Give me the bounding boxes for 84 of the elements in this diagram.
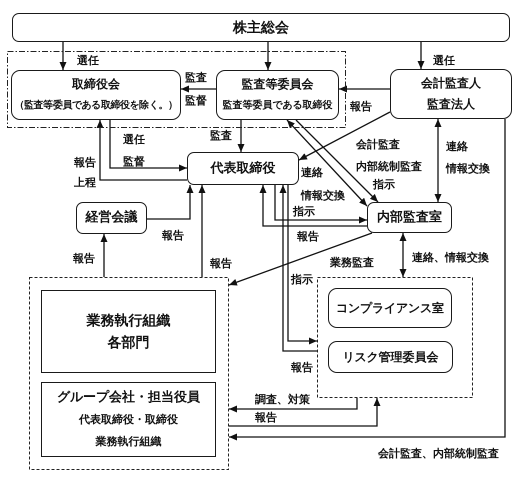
rounded-box: [367, 202, 452, 233]
rounded-box: [216, 70, 339, 120]
arrow: [96, 120, 187, 181]
arrow: [287, 185, 317, 344]
edge-label: 指示: [293, 205, 315, 218]
edge-label: 監査: [185, 71, 207, 84]
arrow: [298, 111, 390, 161]
edge-label: 監査: [210, 129, 232, 142]
dashed-group-frame: [317, 277, 473, 398]
edge-label: 会計監査: [356, 138, 400, 151]
edge-label: 選任: [433, 54, 455, 67]
double-arrow: [434, 119, 442, 202]
box-title: リスク管理委員会: [342, 349, 438, 366]
edge-label: 選任: [123, 133, 145, 146]
arrow: [238, 120, 244, 152]
arrow: [260, 185, 367, 227]
rounded-box: [328, 288, 452, 328]
arrow: [109, 120, 187, 172]
double-arrow: [400, 233, 406, 277]
box-text: 監査等委員である取締役: [222, 98, 332, 113]
rounded-box: [76, 202, 147, 234]
arrow: [296, 120, 378, 202]
box-title: 株主総会: [233, 18, 289, 38]
box-title: 会計監査人: [421, 75, 481, 92]
arrow: [229, 119, 506, 440]
arrow: [198, 185, 206, 277]
annotation-text: 監督: [123, 155, 145, 168]
edge-label: 業務監査: [330, 256, 374, 269]
double-arrow: [286, 120, 368, 206]
rounded-box: [328, 341, 453, 373]
arrow: [229, 398, 380, 427]
edge-label: 報告: [297, 230, 319, 243]
rounded-box: [12, 13, 510, 42]
box-text: 各部門: [108, 334, 150, 352]
arrow: [339, 86, 390, 92]
dashed-group-frame: [29, 277, 229, 470]
edge-label: 報告: [210, 257, 232, 270]
edge-label: 報告: [255, 411, 277, 424]
edge-label: 報告: [74, 156, 96, 169]
rounded-box: [187, 152, 299, 185]
box-title: 経営会議: [86, 208, 138, 227]
arrow: [60, 42, 66, 70]
box-title: 監査等委員会: [242, 76, 314, 93]
box-title: 内部監査室: [377, 208, 442, 226]
edge-label: 指示: [291, 273, 313, 286]
edge-label: 報告: [350, 100, 372, 113]
box-title: 業務執行組織: [86, 312, 170, 330]
arrow: [264, 42, 272, 70]
box-title: コンプライアンス室: [336, 300, 444, 317]
edge-label: 選任: [77, 54, 99, 67]
arrow: [229, 398, 358, 412]
annotation-text: 監督: [185, 94, 207, 107]
annotation-text: 内部統制監査: [356, 160, 422, 173]
annotation-text: 情報交換: [446, 162, 490, 175]
annotation-text: 情報交換: [301, 189, 345, 202]
edge-label: 調査、対策: [255, 393, 310, 406]
arrow: [147, 185, 194, 220]
edge-label: 連絡: [301, 166, 323, 179]
rect-box: [41, 290, 216, 373]
rect-box: [41, 382, 216, 457]
box-text: （監査等委員である取締役を除く。）: [14, 98, 178, 113]
edge-label: 連絡、情報交換: [412, 251, 489, 264]
box-text: 監査法人: [427, 96, 475, 113]
box-text: 業務執行組織: [96, 434, 162, 450]
arrow: [228, 232, 372, 286]
rounded-box: [11, 70, 181, 120]
box-title: 代表取締役: [210, 160, 276, 178]
edge-label: 報告: [73, 252, 95, 265]
annotation-text: 上程: [74, 176, 96, 189]
edge-label: 報告: [162, 229, 184, 242]
box-title: 取締役会: [72, 76, 120, 93]
edge-label: 報告: [291, 361, 313, 374]
edge-label: 指示: [373, 178, 395, 191]
arrow: [418, 42, 424, 69]
arrow: [100, 234, 108, 277]
arrow: [280, 185, 317, 352]
arrow: [181, 86, 216, 92]
arrow: [274, 185, 367, 224]
edge-label: 会計監査、内部統制監査: [378, 447, 499, 460]
edge-label: 連絡: [446, 140, 468, 153]
dashed-group-frame: [7, 51, 346, 128]
box-title: グループ会社・担当役員: [57, 388, 200, 406]
box-text: 代表取締役・取締役: [79, 412, 178, 428]
rounded-box: [390, 69, 512, 119]
